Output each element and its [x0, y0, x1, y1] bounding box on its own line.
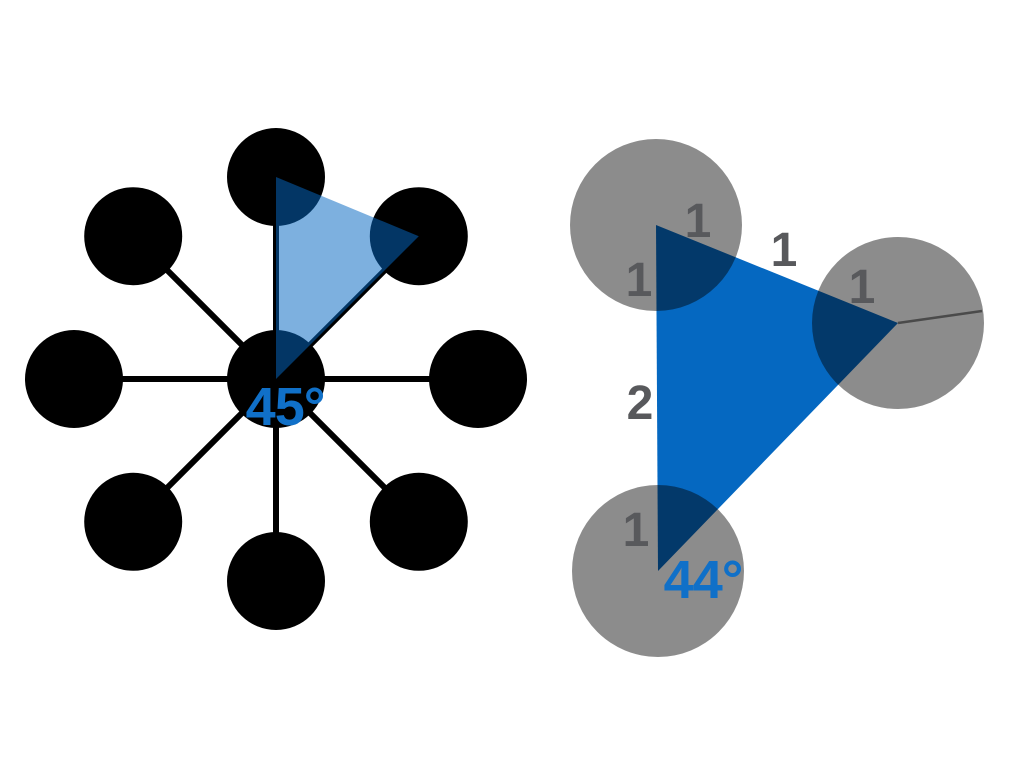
node-circle-top-right	[369, 187, 468, 286]
unit-label-top-edge-middle: 1	[771, 224, 798, 277]
node-circle-right	[429, 330, 527, 428]
unit-label-top-circle-upper: 1	[685, 195, 712, 248]
triangle-figure: 1 1 1 1 2 1 44°	[570, 139, 984, 657]
vertex-circle-bottom	[572, 485, 744, 657]
angle-label-44: 44°	[664, 550, 743, 610]
vertex-circle-top	[570, 139, 742, 311]
node-circle-top-left	[84, 187, 183, 286]
node-circle-bottom-right	[369, 472, 468, 571]
unit-label-left-edge-middle: 2	[627, 377, 654, 430]
unit-labels: 1 1 1 1 2 1	[623, 195, 876, 557]
unit-label-top-circle-left: 1	[626, 254, 653, 307]
radius-line	[897, 309, 983, 325]
sector-triangle	[276, 177, 419, 379]
node-circle-bottom-left	[84, 472, 183, 571]
wheel-figure: 45°	[25, 128, 527, 630]
node-circle-left	[25, 330, 123, 428]
angle-label-45: 45°	[246, 377, 325, 437]
node-circle-bottom	[227, 532, 325, 630]
unit-label-bottom-circle: 1	[623, 504, 650, 557]
unit-label-right-circle: 1	[849, 261, 876, 314]
